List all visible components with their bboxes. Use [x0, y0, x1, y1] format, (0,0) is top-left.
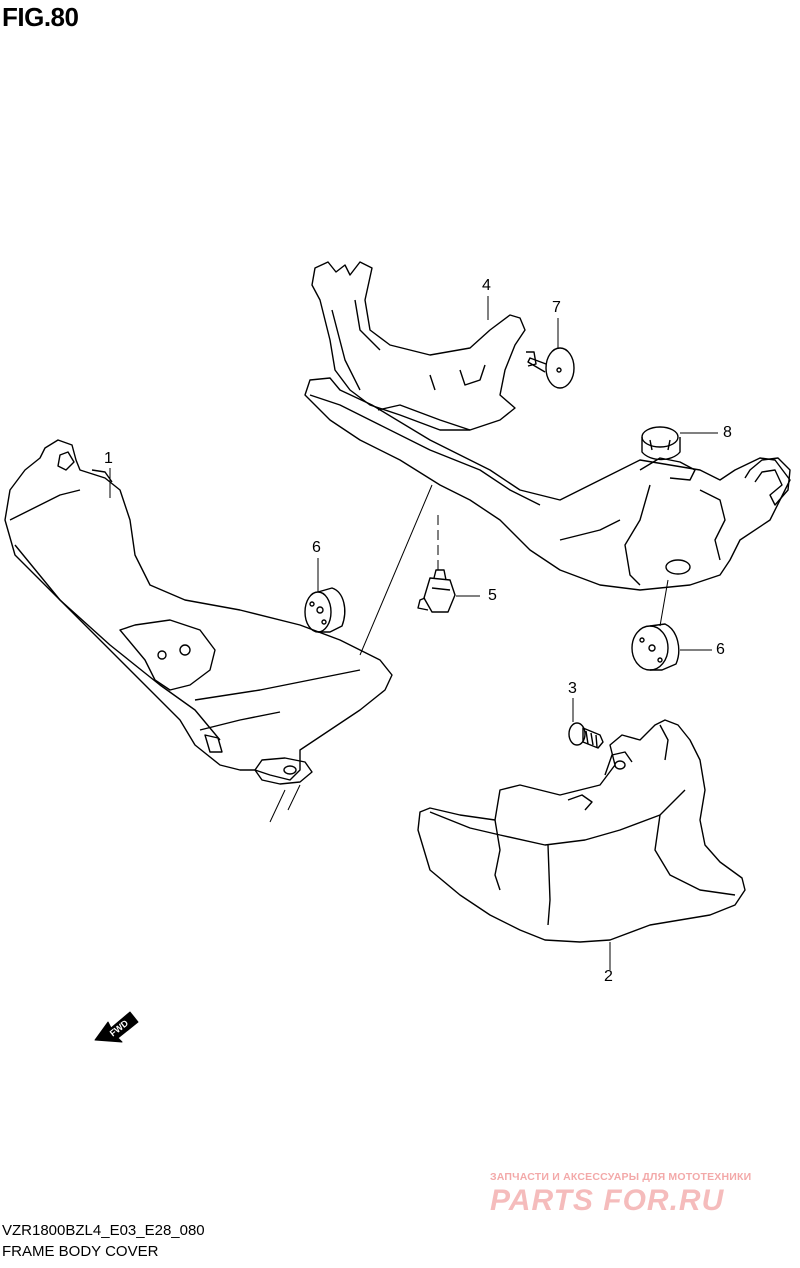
leader-lines: [109, 296, 718, 970]
callout-1: 1: [104, 450, 113, 467]
part-2-right-cover: [417, 719, 746, 943]
callout-8: 8: [723, 424, 732, 441]
figure-title: FIG.80: [2, 2, 79, 32]
watermark-tagline: ЗАПЧАСТИ И АКСЕССУАРЫ ДЛЯ МОТОТЕХНИКИ: [490, 1171, 752, 1183]
part-4-bracket: [304, 261, 791, 591]
fwd-arrow-icon: FWD: [94, 1011, 139, 1043]
callout-5: 5: [488, 587, 497, 604]
callout-7: 7: [552, 299, 561, 316]
part-1-left-cover: [4, 439, 393, 785]
watermark-logo: PARTS FOR.RU: [490, 1184, 725, 1217]
callout-4: 4: [482, 277, 491, 294]
part-8-cushion: [641, 426, 681, 461]
diagram-name: FRAME BODY COVER: [2, 1243, 159, 1260]
part-6-grommet-right: [631, 623, 680, 671]
diagram-code: VZR1800BZL4_E03_E28_080: [2, 1222, 205, 1239]
callout-6-left: 6: [312, 539, 321, 556]
part-7-rivet: [526, 347, 575, 389]
assembly-lines: [269, 484, 439, 823]
part-6-grommet-left: [304, 587, 346, 633]
callout-6-right: 6: [716, 641, 725, 658]
callout-2: 2: [604, 968, 613, 985]
callout-3: 3: [568, 680, 577, 697]
part-3-screw: [568, 722, 604, 749]
part-5-clip: [417, 569, 456, 613]
